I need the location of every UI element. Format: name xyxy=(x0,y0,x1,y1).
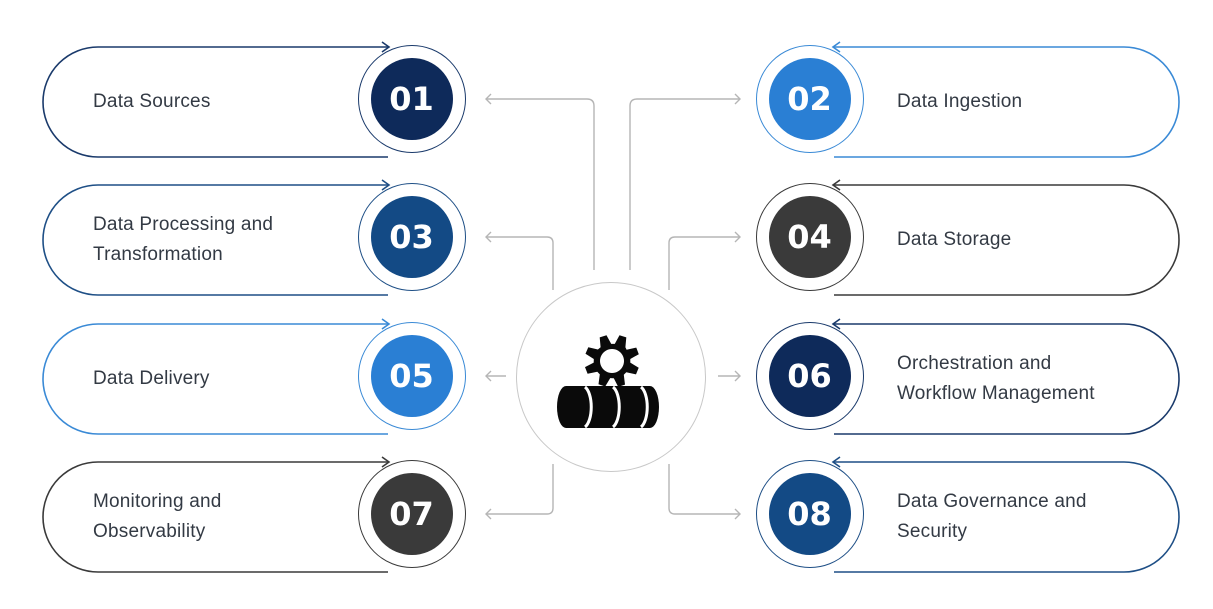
step-title-line1: Data Processing and xyxy=(93,214,274,235)
step-badge-ring: 03 xyxy=(358,183,466,291)
step-title-line1: Data Storage xyxy=(897,229,1012,250)
step-title-line1: Data Delivery xyxy=(93,368,210,389)
step-outline-arrowhead xyxy=(831,179,841,191)
step-badge-ring: 02 xyxy=(756,45,864,153)
step-number-badge: 02 xyxy=(768,57,851,140)
step-outline xyxy=(42,318,391,435)
connector-line-02 xyxy=(629,98,740,270)
central-hub xyxy=(516,282,706,472)
step-number-badge: 01 xyxy=(370,57,453,140)
connector-arrow-04 xyxy=(734,231,741,243)
step-outline-arrowhead xyxy=(381,456,391,468)
connector-arrow-01 xyxy=(485,93,492,105)
connector-arrow-08 xyxy=(734,508,741,520)
step-number-badge: 07 xyxy=(370,472,453,555)
step-title-line2: Observability xyxy=(93,521,206,542)
step-outline-arrowhead xyxy=(831,456,841,468)
step-outline xyxy=(42,179,391,296)
step-outline xyxy=(42,456,391,573)
step-outline-path xyxy=(42,323,388,435)
connector-line-01 xyxy=(486,98,595,270)
step-outline xyxy=(831,179,1180,296)
step-outline-path xyxy=(42,184,388,296)
step-label: Data Ingestion xyxy=(897,43,1142,161)
step-outline xyxy=(831,41,1180,158)
connector-arrow-07 xyxy=(485,508,492,520)
step-number-badge: 04 xyxy=(768,195,851,278)
connector-arrow-06 xyxy=(734,370,741,382)
step-title-line2: Transformation xyxy=(93,244,223,265)
step-outline-path xyxy=(834,184,1180,296)
connector-line-04 xyxy=(668,236,740,290)
step-outline-arrowhead xyxy=(381,41,391,53)
connector-arrow-05 xyxy=(485,370,492,382)
step-title-line2: Workflow Management xyxy=(897,383,1095,404)
step-outline-path xyxy=(42,461,388,573)
connector-line-07 xyxy=(486,464,554,515)
step-title-line1: Orchestration and xyxy=(897,353,1052,374)
step-card-02: Data Ingestion 02 xyxy=(756,41,1180,158)
step-outline xyxy=(42,41,391,158)
step-label: Data Sources xyxy=(93,43,338,161)
step-number-badge: 08 xyxy=(768,472,851,555)
step-number-badge: 03 xyxy=(370,195,453,278)
step-title-line1: Data Governance and xyxy=(897,491,1087,512)
step-badge-ring: 08 xyxy=(756,460,864,568)
step-title-line1: Data Ingestion xyxy=(897,91,1023,112)
connector-line-03 xyxy=(486,236,554,290)
step-title-line1: Monitoring and xyxy=(93,491,222,512)
step-card-05: Data Delivery 05 xyxy=(42,318,466,435)
step-outline-arrowhead xyxy=(381,179,391,191)
step-label: Data Storage xyxy=(897,181,1142,299)
step-outline-arrowhead xyxy=(831,318,841,330)
step-outline-path xyxy=(834,46,1180,158)
step-title-line2: Security xyxy=(897,521,968,542)
step-outline-path xyxy=(834,461,1180,573)
step-badge-ring: 07 xyxy=(358,460,466,568)
step-badge-ring: 06 xyxy=(756,322,864,430)
step-outline-path xyxy=(834,323,1180,435)
gear-pipeline-icon xyxy=(557,335,659,429)
connector-arrow-03 xyxy=(485,231,492,243)
step-outline xyxy=(831,318,1180,435)
step-outline-arrowhead xyxy=(831,41,841,53)
connector-arrow-02 xyxy=(734,93,741,105)
connector-line-08 xyxy=(668,464,740,515)
step-number-badge: 06 xyxy=(768,334,851,417)
step-badge-ring: 01 xyxy=(358,45,466,153)
step-label: Data Delivery xyxy=(93,320,338,438)
step-outline-arrowhead xyxy=(381,318,391,330)
step-card-01: Data Sources 01 xyxy=(42,41,466,158)
step-outline-path xyxy=(42,46,388,158)
step-card-04: Data Storage 04 xyxy=(756,179,1180,296)
step-badge-ring: 05 xyxy=(358,322,466,430)
step-title-line1: Data Sources xyxy=(93,91,211,112)
step-outline xyxy=(831,456,1180,573)
step-number-badge: 05 xyxy=(370,334,453,417)
step-badge-ring: 04 xyxy=(756,183,864,291)
